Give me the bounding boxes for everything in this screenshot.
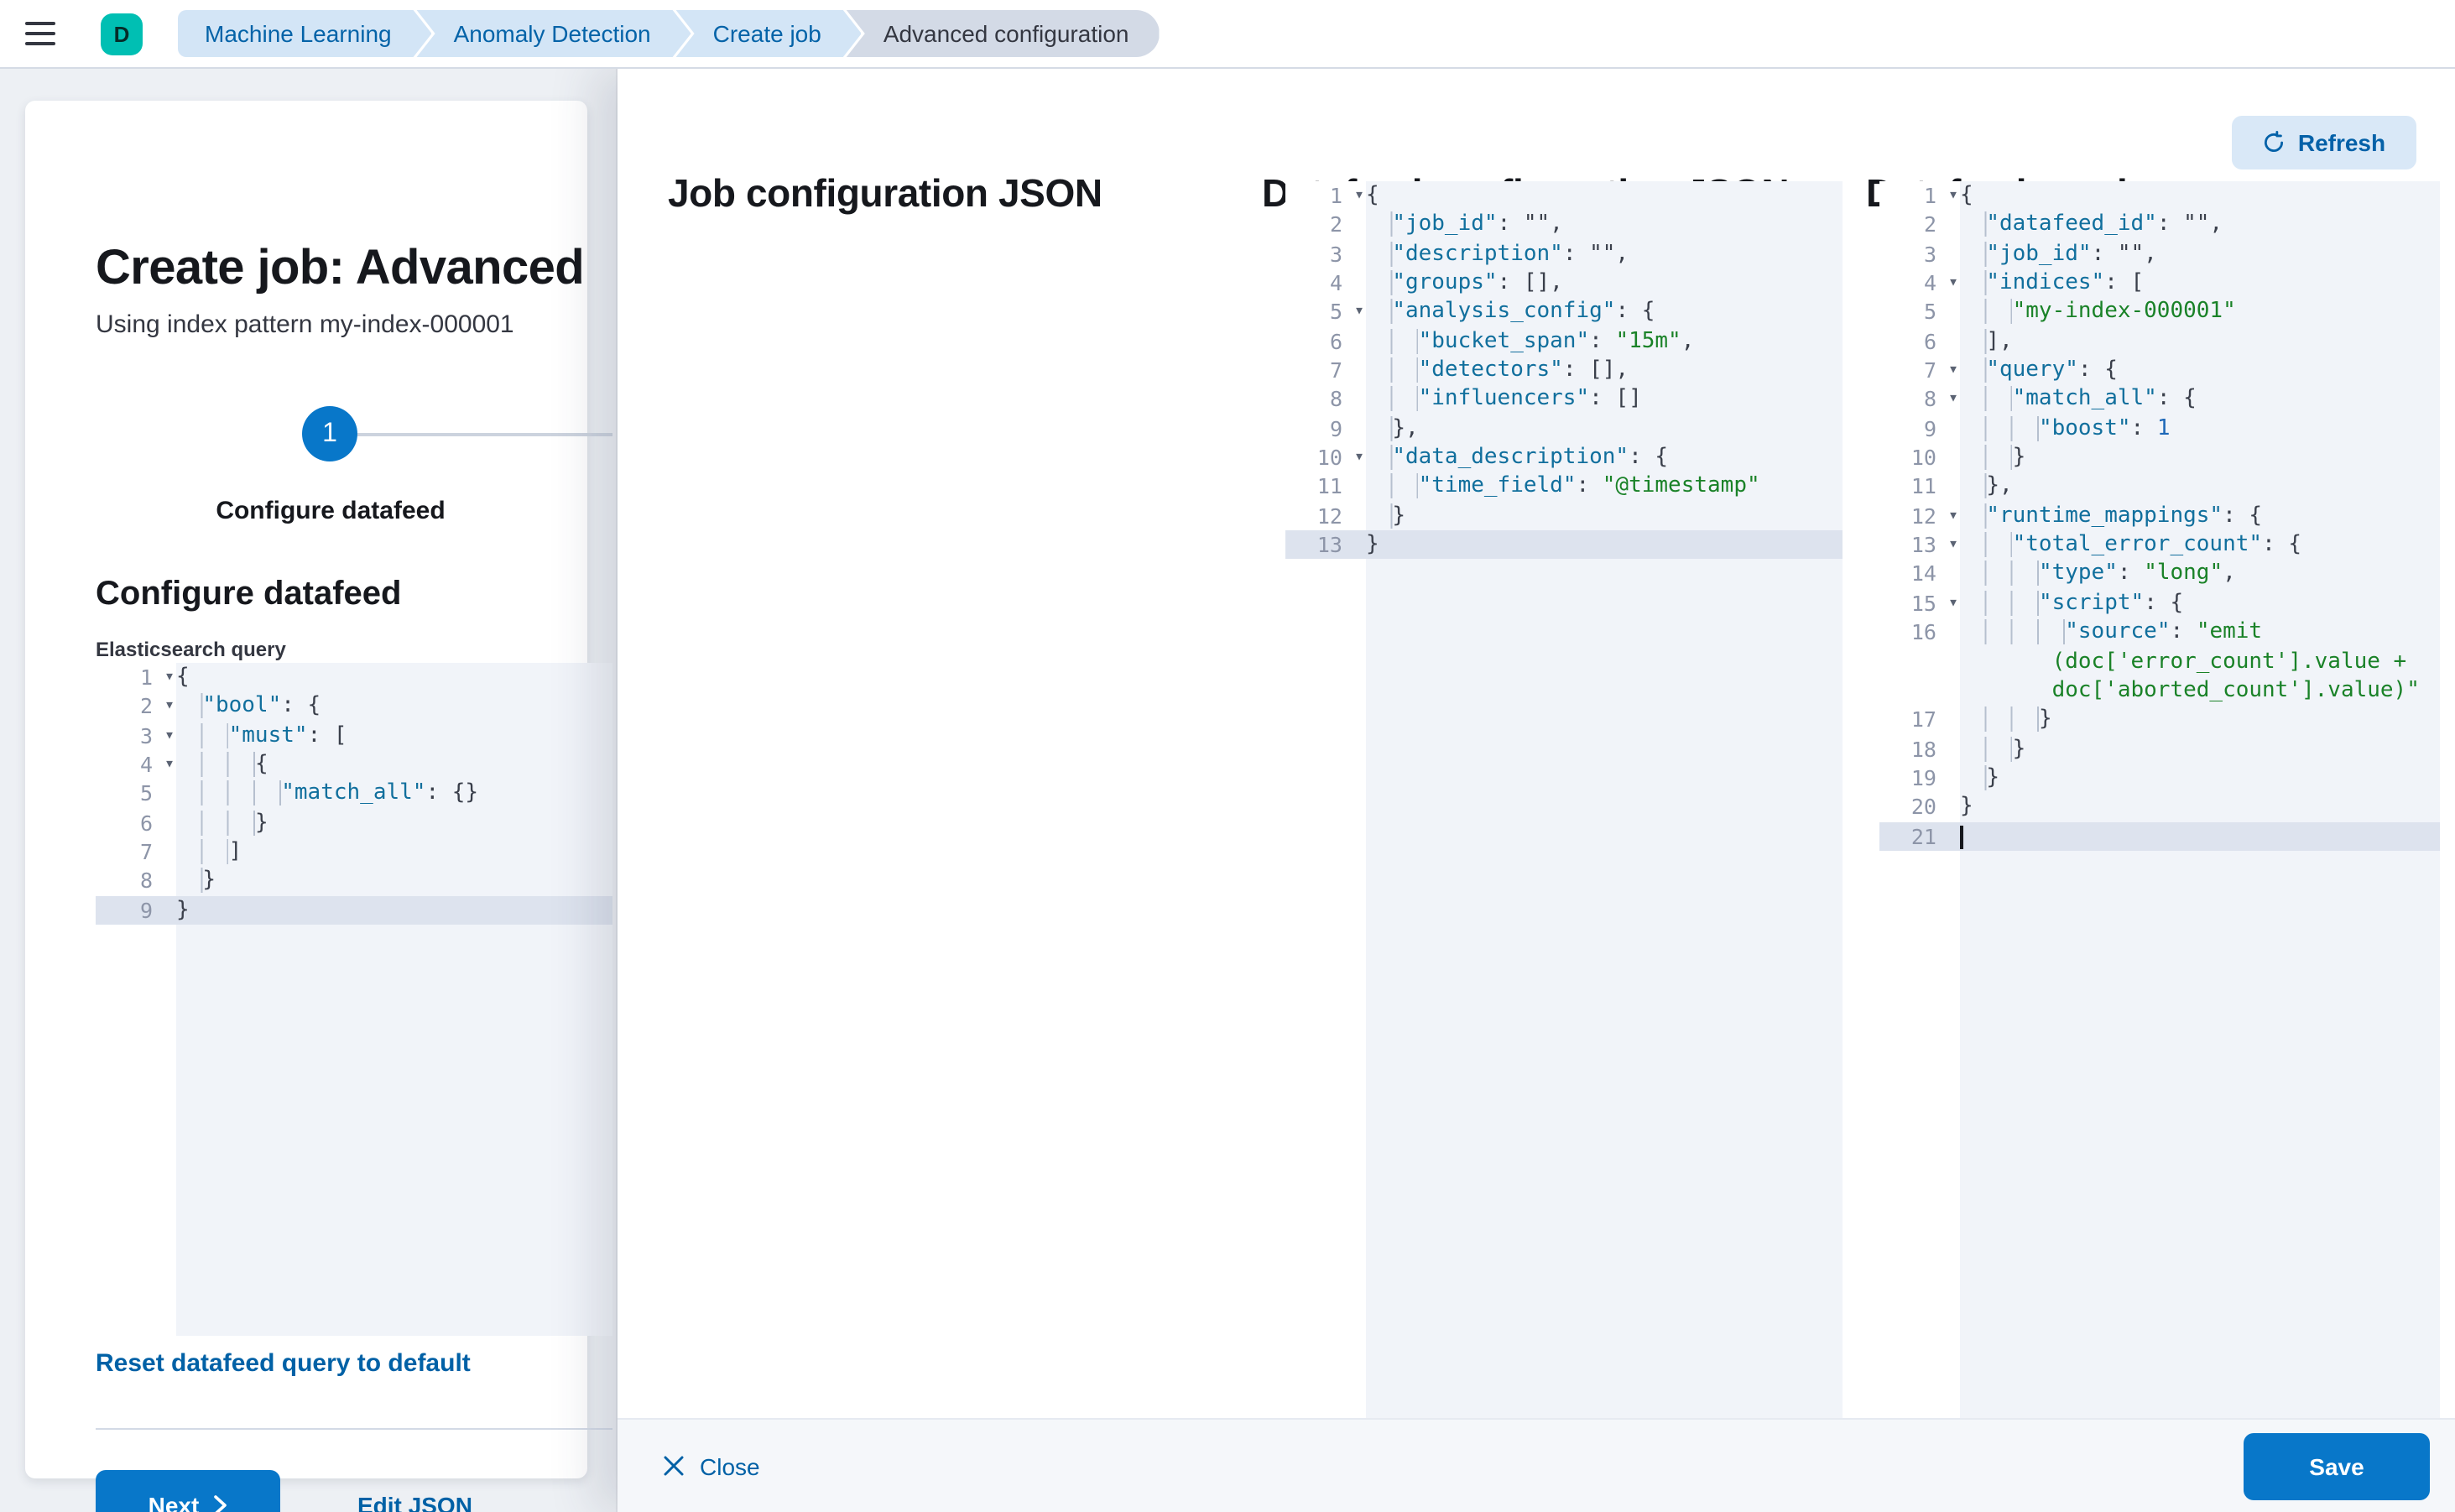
fold-arrow-icon[interactable]: ▾: [1947, 593, 1958, 613]
fold-arrow-icon[interactable]: ▾: [164, 696, 175, 716]
code-line: 8 }: [96, 866, 612, 896]
fold-arrow-icon[interactable]: ▾: [164, 755, 175, 774]
code-line: 9 "boost": 1: [1879, 414, 2440, 444]
code-line: 2▾ "bool": {: [96, 691, 612, 722]
fold-arrow-icon[interactable]: ▾: [1947, 389, 1958, 409]
code-line: doc['aborted_count'].value)": [1879, 675, 2440, 706]
job-config-title: Job configuration JSON: [668, 171, 1102, 215]
code-line: 18 }: [1879, 734, 2440, 764]
code-line: 11 },: [1879, 472, 2440, 502]
code-line: 4▾ "indices": [: [1879, 269, 2440, 298]
code-line: 2 "datafeed_id": "",: [1879, 210, 2440, 240]
datafeed-config-editor[interactable]: 1▾{2 "datafeed_id": "",3 "job_id": "",4▾…: [1879, 181, 2440, 1418]
code-line: 8▾ "match_all": {: [1879, 384, 2440, 414]
code-line: 6 }: [96, 808, 612, 838]
code-line: 1▾{: [96, 663, 612, 692]
code-line: 9}: [96, 895, 612, 925]
code-line: 3 "job_id": "",: [1879, 239, 2440, 269]
code-line: 16 "source": "emit: [1879, 618, 2440, 647]
fold-arrow-icon[interactable]: ▾: [1947, 535, 1958, 555]
fold-arrow-icon[interactable]: ▾: [1947, 186, 1958, 205]
close-icon: [664, 1456, 684, 1476]
elasticsearch-query-editor[interactable]: 1▾{2▾ "bool": {3▾ "must": [4▾ {5 "match_…: [96, 663, 612, 1336]
fold-arrow-icon[interactable]: ▾: [1947, 274, 1958, 293]
code-line: 20}: [1879, 792, 2440, 822]
page-subtitle: Using index pattern my-index-000001: [96, 310, 514, 339]
code-line: 21: [1879, 821, 2440, 851]
fold-arrow-icon[interactable]: ▾: [1353, 302, 1364, 321]
breadcrumb-item[interactable]: Machine Learning: [178, 10, 432, 57]
divider: [96, 1428, 612, 1430]
code-line: 15▾ "script": {: [1879, 588, 2440, 618]
elasticsearch-query-label: Elasticsearch query: [96, 638, 286, 661]
code-line: 6 ],: [1879, 326, 2440, 357]
code-line: 2 "job_id": "",: [1285, 210, 1843, 240]
code-line: 7 ]: [96, 837, 612, 867]
advanced-json-flyout: Job configuration JSON Datafeed configur…: [618, 67, 2455, 1512]
code-line: 3▾ "must": [: [96, 721, 612, 751]
breadcrumb-item[interactable]: Create job: [676, 10, 862, 57]
next-button[interactable]: Next: [96, 1470, 280, 1512]
fold-arrow-icon[interactable]: ▾: [1947, 506, 1958, 525]
fold-arrow-icon[interactable]: ▾: [164, 668, 175, 686]
fold-arrow-icon[interactable]: ▾: [1353, 186, 1364, 205]
code-line: 5▾ "analysis_config": {: [1285, 297, 1843, 327]
code-line: 9 },: [1285, 414, 1843, 444]
breadcrumb-item[interactable]: Anomaly Detection: [417, 10, 691, 57]
section-title: Configure datafeed: [96, 576, 402, 613]
menu-icon[interactable]: [25, 22, 55, 45]
space-avatar[interactable]: D: [101, 13, 143, 55]
breadcrumb-item: Advanced configuration: [846, 10, 1160, 57]
code-line: 10▾ "data_description": {: [1285, 443, 1843, 472]
refresh-button[interactable]: Refresh: [2232, 116, 2416, 169]
code-line: 8 "influencers": []: [1285, 384, 1843, 414]
save-button[interactable]: Save: [2244, 1432, 2430, 1499]
close-button[interactable]: Close: [663, 1452, 760, 1479]
text-cursor: [1960, 825, 1962, 849]
wizard-step-1[interactable]: 1: [302, 406, 357, 461]
create-job-card: Create job: Advanced Using index pattern…: [25, 101, 612, 1512]
code-line: 5 "my-index-000001": [1879, 297, 2440, 327]
code-line: 6 "bucket_span": "15m",: [1285, 326, 1843, 357]
code-line: 3 "description": "",: [1285, 239, 1843, 269]
code-line: 7▾ "query": {: [1879, 356, 2440, 385]
refresh-icon: [2265, 131, 2284, 153]
reset-datafeed-query-link[interactable]: Reset datafeed query to default: [96, 1349, 471, 1378]
page-title: Create job: Advanced: [96, 242, 585, 295]
code-line: 19 }: [1879, 763, 2440, 793]
code-line: 7 "detectors": [],: [1285, 356, 1843, 385]
code-line: 11 "time_field": "@timestamp": [1285, 472, 1843, 502]
code-line: 10 }: [1879, 443, 2440, 472]
fold-arrow-icon[interactable]: ▾: [1947, 361, 1958, 380]
code-line: 12▾ "runtime_mappings": {: [1879, 501, 2440, 531]
wizard-connector-line: [357, 433, 612, 436]
job-config-editor[interactable]: 1▾{2 "job_id": "",3 "description": "",4 …: [1285, 181, 1843, 1418]
code-line: 17 }: [1879, 705, 2440, 735]
code-line: 14 "type": "long",: [1879, 559, 2440, 589]
flyout-footer: Close Save: [618, 1418, 2455, 1512]
wizard-step-label: Configure datafeed: [216, 497, 446, 525]
edit-json-link[interactable]: Edit JSON: [357, 1492, 472, 1512]
code-line: 5 "match_all": {}: [96, 779, 612, 809]
code-line: (doc['error_count'].value +: [1879, 647, 2440, 676]
code-line: 4▾ {: [96, 750, 612, 779]
code-line: 1▾{: [1285, 181, 1843, 211]
fold-arrow-icon[interactable]: ▾: [1353, 448, 1364, 467]
code-line: 12 }: [1285, 501, 1843, 531]
code-line: 13}: [1285, 530, 1843, 560]
code-line: 13▾ "total_error_count": {: [1879, 530, 2440, 560]
fold-arrow-icon[interactable]: ▾: [164, 726, 175, 745]
code-line: 4 "groups": [],: [1285, 269, 1843, 298]
code-line: 1▾{: [1879, 181, 2440, 211]
chevron-right-icon: [213, 1494, 227, 1512]
